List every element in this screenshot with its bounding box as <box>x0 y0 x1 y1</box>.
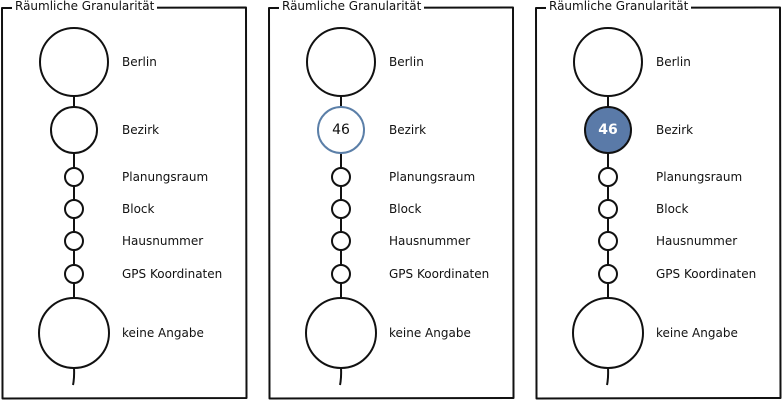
node-gps-koordinaten[interactable] <box>331 264 351 284</box>
node-hausnummer[interactable] <box>598 231 618 251</box>
level-label-block: Block <box>656 202 689 216</box>
node-berlin[interactable] <box>573 27 643 97</box>
level-label-planungsraum: Planungsraum <box>656 170 743 184</box>
node-planungsraum[interactable] <box>331 167 351 187</box>
panel-title: Räumliche Granularität <box>12 0 158 14</box>
level-label-gps-koordinaten: GPS Koordinaten <box>389 267 490 281</box>
node-gps-koordinaten[interactable] <box>64 264 84 284</box>
node-berlin[interactable] <box>39 27 109 97</box>
node-gps-koordinaten[interactable] <box>598 264 618 284</box>
node-hausnummer[interactable] <box>331 231 351 251</box>
level-label-planungsraum: Planungsraum <box>122 170 209 184</box>
level-label-berlin: Berlin <box>656 55 691 69</box>
level-label-planungsraum: Planungsraum <box>389 170 476 184</box>
node-bezirk[interactable] <box>584 106 632 154</box>
node-keine-angabe[interactable] <box>572 297 644 369</box>
frame-border <box>1 6 248 400</box>
level-label-block: Block <box>389 202 422 216</box>
node-count-bezirk: 46 <box>598 122 618 138</box>
level-label-hausnummer: Hausnummer <box>389 234 471 248</box>
frame-border <box>268 6 515 400</box>
level-label-bezirk: Bezirk <box>656 123 694 137</box>
level-label-block: Block <box>122 202 155 216</box>
node-berlin[interactable] <box>306 27 376 97</box>
node-keine-angabe[interactable] <box>38 297 110 369</box>
panel-title: Räumliche Granularität <box>279 0 425 14</box>
level-label-gps-koordinaten: GPS Koordinaten <box>656 267 757 281</box>
level-label-keine-angabe: keine Angabe <box>656 326 738 340</box>
node-planungsraum[interactable] <box>598 167 618 187</box>
level-label-berlin: Berlin <box>389 55 424 69</box>
node-bezirk[interactable] <box>50 106 98 154</box>
node-planungsraum[interactable] <box>64 167 84 187</box>
panel-frame <box>1 6 248 400</box>
level-label-gps-koordinaten: GPS Koordinaten <box>122 267 223 281</box>
panel-frame <box>535 6 782 400</box>
node-keine-angabe[interactable] <box>305 297 377 369</box>
level-label-hausnummer: Hausnummer <box>122 234 204 248</box>
level-label-keine-angabe: keine Angabe <box>389 326 471 340</box>
level-label-bezirk: Bezirk <box>122 123 160 137</box>
level-label-keine-angabe: keine Angabe <box>122 326 204 340</box>
level-label-hausnummer: Hausnummer <box>656 234 738 248</box>
panel-title: Räumliche Granularität <box>546 0 692 14</box>
panel-frame <box>268 6 515 400</box>
node-bezirk[interactable] <box>317 106 365 154</box>
node-count-bezirk: 46 <box>332 122 350 138</box>
node-block[interactable] <box>64 199 84 219</box>
node-block[interactable] <box>331 199 351 219</box>
frame-border <box>535 6 782 400</box>
node-hausnummer[interactable] <box>64 231 84 251</box>
level-label-berlin: Berlin <box>122 55 157 69</box>
node-block[interactable] <box>598 199 618 219</box>
level-label-bezirk: Bezirk <box>389 123 427 137</box>
